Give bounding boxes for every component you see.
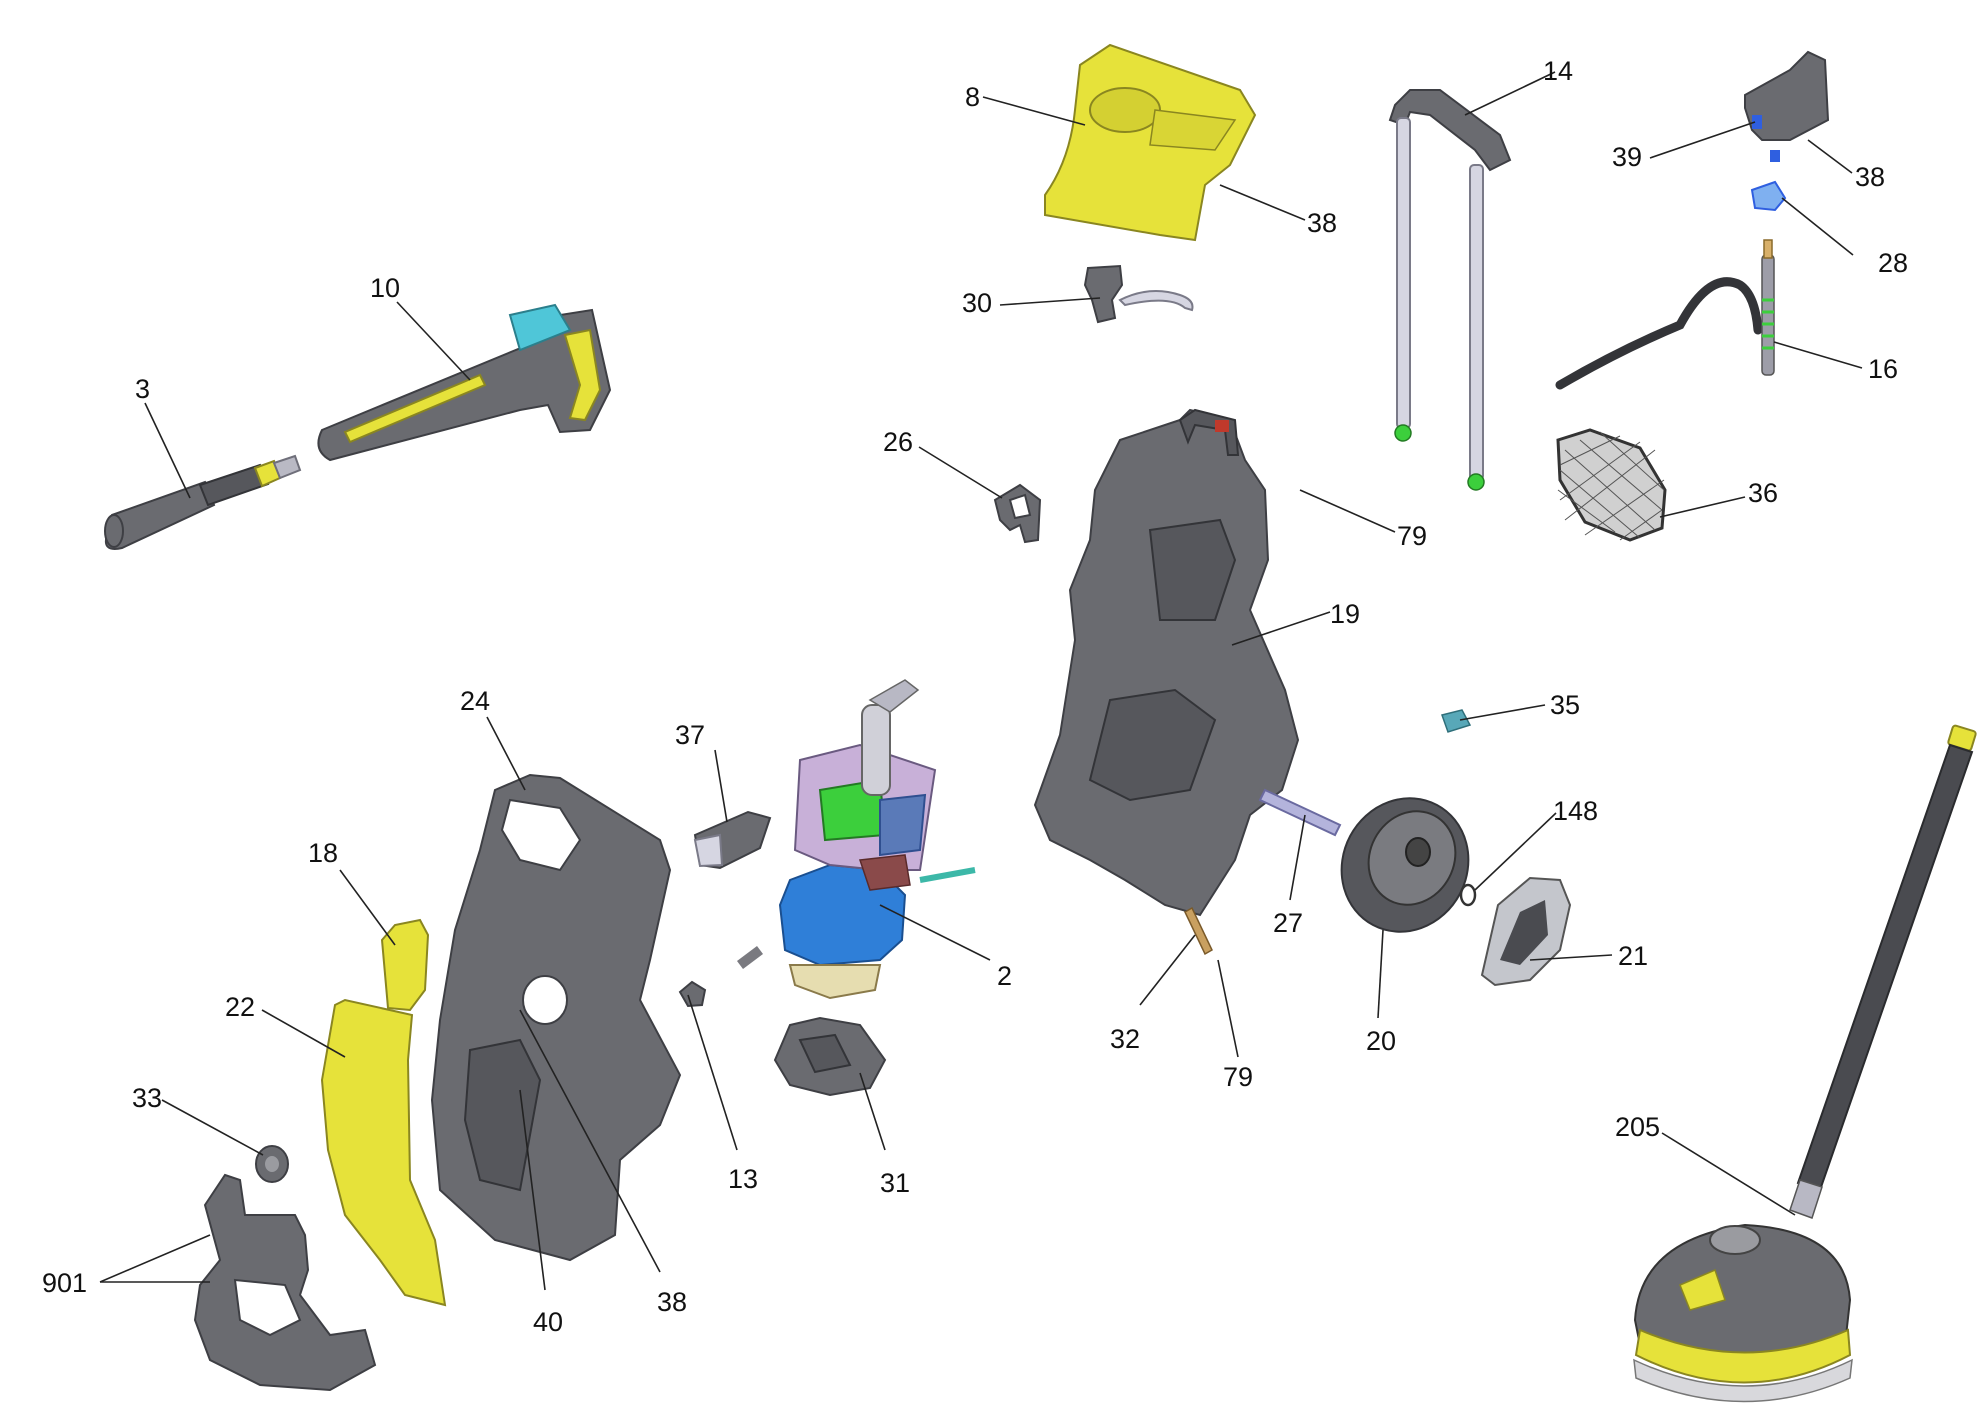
label-20: 20 xyxy=(1366,1026,1396,1056)
label-39: 39 xyxy=(1612,142,1642,172)
label-18: 18 xyxy=(308,838,338,868)
part-spray-gun xyxy=(317,303,612,462)
part-label-plate xyxy=(1441,709,1472,733)
leader-lines xyxy=(99,71,1863,1291)
label-37: 37 xyxy=(675,720,705,750)
label-38-bottom: 38 xyxy=(657,1287,687,1317)
label-27: 27 xyxy=(1273,908,1303,938)
part-filter-mesh xyxy=(1556,428,1667,542)
label-79-top: 79 xyxy=(1397,521,1427,551)
label-19: 19 xyxy=(1330,599,1360,629)
part-axle xyxy=(1258,788,1342,837)
label-40: 40 xyxy=(533,1307,563,1337)
label-35: 35 xyxy=(1550,690,1580,720)
label-16: 16 xyxy=(1868,354,1898,384)
part-connector xyxy=(1750,180,1787,212)
label-22: 22 xyxy=(225,992,255,1022)
label-36: 36 xyxy=(1748,478,1778,508)
part-top-cover xyxy=(1044,43,1257,242)
part-retaining-ring xyxy=(1459,883,1477,907)
label-24: 24 xyxy=(460,686,490,716)
label-205: 205 xyxy=(1615,1112,1660,1142)
label-38-right: 38 xyxy=(1855,162,1885,192)
part-main-housing xyxy=(1033,408,1300,917)
part-screw xyxy=(1184,906,1213,956)
part-pump-cover xyxy=(773,1016,887,1097)
label-28: 28 xyxy=(1878,248,1908,278)
part-knob xyxy=(255,1145,289,1183)
label-30: 30 xyxy=(962,288,992,318)
label-148: 148 xyxy=(1553,796,1598,826)
label-901: 901 xyxy=(42,1268,87,1298)
part-surface-cleaner xyxy=(1633,724,1977,1403)
label-31: 31 xyxy=(880,1168,910,1198)
part-handle-bar xyxy=(1388,89,1512,491)
part-wheel xyxy=(1340,797,1470,933)
label-26: 26 xyxy=(883,427,913,457)
part-clip xyxy=(993,483,1042,544)
label-2: 2 xyxy=(997,961,1012,991)
part-hose-bracket xyxy=(1744,50,1830,162)
part-high-pressure-hose xyxy=(1555,239,1775,390)
label-38-top: 38 xyxy=(1307,208,1337,238)
part-hose-connector xyxy=(1083,264,1194,324)
label-14: 14 xyxy=(1543,56,1573,86)
part-yellow-panel xyxy=(320,998,447,1307)
label-33: 33 xyxy=(132,1083,162,1113)
label-32: 32 xyxy=(1110,1024,1140,1054)
part-front-cover xyxy=(193,1173,377,1392)
label-79-bottom: 79 xyxy=(1223,1062,1253,1092)
label-10: 10 xyxy=(370,273,400,303)
label-13: 13 xyxy=(728,1164,758,1194)
part-rear-shell xyxy=(430,773,682,1262)
label-21: 21 xyxy=(1618,941,1648,971)
part-labels: 3 10 8 38 30 14 39 38 28 16 26 79 36 19 … xyxy=(42,56,1908,1337)
label-8: 8 xyxy=(965,82,980,112)
part-motor-pump xyxy=(737,679,976,1000)
part-wheel-cap xyxy=(1480,876,1572,987)
part-lance xyxy=(104,454,302,550)
part-plug xyxy=(678,980,707,1008)
part-handle-insert xyxy=(693,810,772,870)
label-3: 3 xyxy=(135,374,150,404)
part-small-yellow-cover xyxy=(380,918,430,1012)
